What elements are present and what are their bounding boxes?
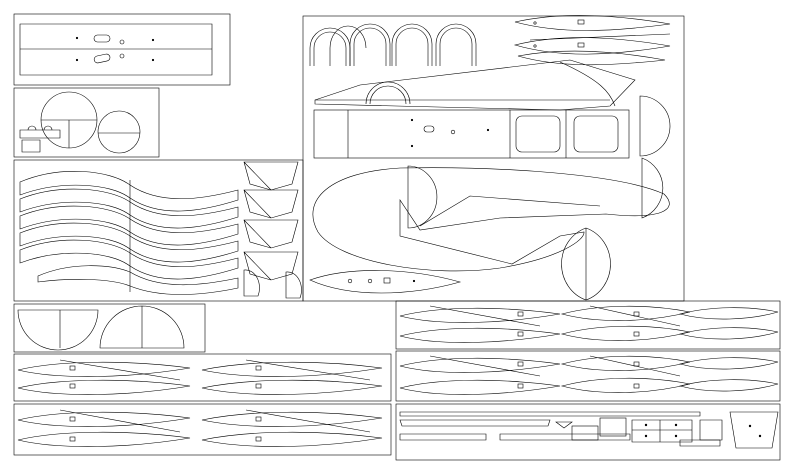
panel-1	[13, 13, 231, 86]
panel-4	[302, 15, 685, 302]
part-former-ring	[19, 125, 61, 153]
panel-8	[395, 300, 781, 350]
part-d-shapes	[407, 95, 671, 301]
part-strips	[399, 411, 779, 449]
part-half-circle-left	[17, 309, 99, 351]
part-curved-spars	[19, 171, 239, 295]
part-ribs-b	[17, 409, 383, 447]
part-ribs-d	[399, 355, 779, 395]
part-ribs-a	[17, 359, 383, 395]
panel-5	[13, 303, 206, 353]
part-small-ribs-top	[513, 15, 671, 66]
panel-7	[13, 403, 392, 456]
panel-6	[13, 353, 392, 402]
panel-3	[13, 159, 304, 302]
panel-2	[13, 87, 160, 158]
part-gussets	[243, 161, 302, 299]
part-rib-bottom	[309, 270, 462, 294]
part-half-disc	[97, 110, 141, 154]
panel-10	[395, 403, 781, 461]
part-fuselage-plate	[19, 23, 213, 76]
part-canopy-ellipse	[312, 167, 670, 272]
part-arches	[309, 23, 477, 66]
part-fuselage-plate	[313, 109, 630, 159]
panel-9	[395, 350, 781, 402]
part-ribs-c	[399, 305, 779, 343]
part-fuselage-side	[314, 59, 636, 111]
part-half-circle-right	[99, 305, 185, 349]
part-large-disc	[40, 91, 98, 149]
